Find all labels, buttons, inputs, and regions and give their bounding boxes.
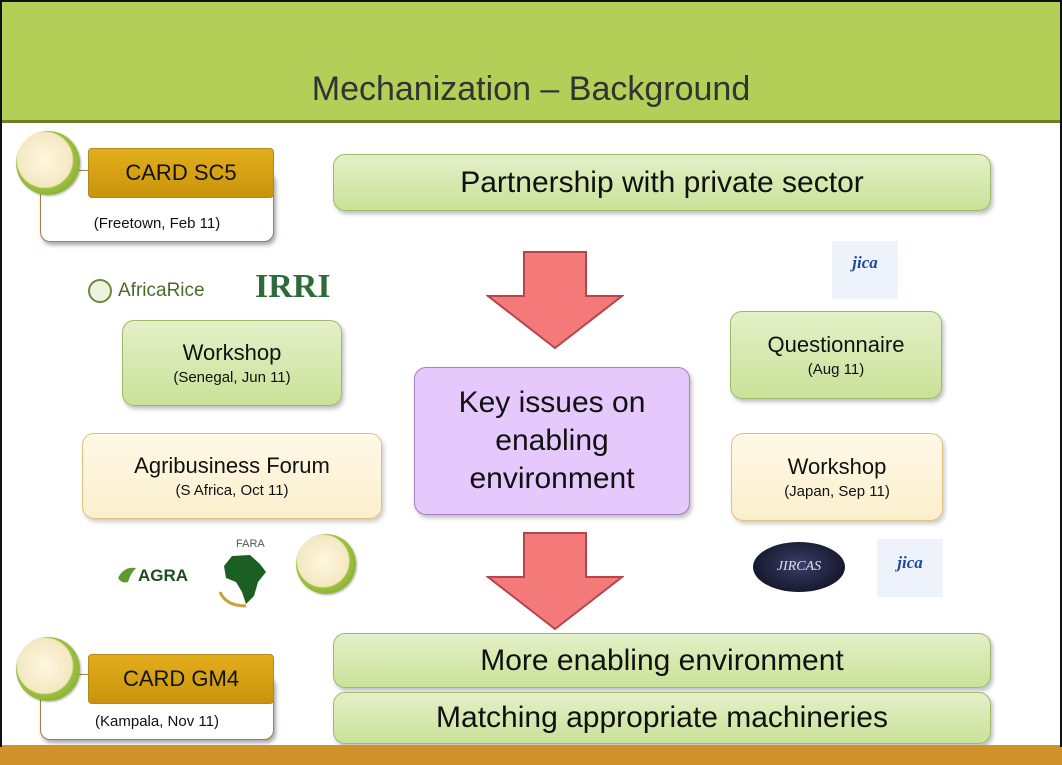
card-sc5-box: CARD SC5 bbox=[88, 148, 274, 198]
workshop-japan-label: Workshop bbox=[787, 453, 887, 479]
card-gm4-label: CARD GM4 bbox=[122, 666, 240, 691]
africarice-emblem-icon bbox=[88, 279, 112, 303]
fara-text: FARA bbox=[236, 538, 265, 550]
matching-machineries-label: Matching appropriate machineries bbox=[436, 701, 888, 734]
africa-map-icon bbox=[218, 555, 266, 608]
matching-machineries-banner: Matching appropriate machineries bbox=[333, 692, 991, 744]
key-issues-line-2: enabling bbox=[495, 424, 609, 457]
down-arrow-top-icon bbox=[486, 251, 624, 350]
card-sc5-label: CARD SC5 bbox=[125, 160, 237, 185]
agra-leaf-icon bbox=[118, 567, 136, 583]
questionnaire-label: Questionnaire bbox=[767, 331, 905, 357]
agribusiness-forum-date: (S Africa, Oct 11) bbox=[175, 481, 289, 499]
key-issues-line-1: Key issues on bbox=[458, 386, 646, 419]
jica-logo-bottom: jica bbox=[877, 539, 943, 597]
title-divider bbox=[2, 120, 1060, 123]
jircas-text: JIRCAS bbox=[776, 559, 822, 574]
africarice-logo: AfricaRice bbox=[88, 277, 238, 307]
jica-logo-text: jica bbox=[852, 253, 878, 272]
agribusiness-forum-label: Agribusiness Forum bbox=[134, 452, 330, 478]
key-issues-box: Key issues on enabling environment bbox=[414, 367, 690, 515]
workshop-senegal-label: Workshop bbox=[182, 339, 282, 365]
card-sc5-date: (Freetown, Feb 11) bbox=[93, 215, 221, 232]
workshop-japan-box: Workshop (Japan, Sep 11) bbox=[731, 433, 943, 521]
card-logo-icon bbox=[296, 534, 356, 594]
partnership-label: Partnership with private sector bbox=[460, 165, 864, 199]
questionnaire-box: Questionnaire (Aug 11) bbox=[730, 311, 942, 399]
more-enabling-label: More enabling environment bbox=[480, 643, 844, 677]
jica-logo-top: jica bbox=[832, 241, 898, 299]
key-issues-line-3: environment bbox=[469, 462, 635, 495]
card-gm4-date: (Kampala, Nov 11) bbox=[95, 713, 219, 730]
slide-title: Mechanization – Background bbox=[311, 70, 751, 108]
workshop-senegal-date: (Senegal, Jun 11) bbox=[173, 368, 291, 386]
jircas-logo: JIRCAS bbox=[753, 542, 845, 592]
bottom-bar bbox=[0, 745, 1062, 765]
fara-logo: FARA bbox=[210, 538, 286, 610]
title-band: Mechanization – Background bbox=[2, 2, 1060, 120]
workshop-senegal-box: Workshop (Senegal, Jun 11) bbox=[122, 320, 342, 406]
card-logo-icon bbox=[16, 131, 80, 195]
agra-text: AGRA bbox=[138, 566, 189, 585]
irri-logo: IRRI bbox=[255, 268, 331, 305]
down-arrow-bottom-icon bbox=[486, 532, 624, 631]
agra-logo: AGRA bbox=[116, 560, 206, 590]
partnership-banner: Partnership with private sector bbox=[333, 154, 991, 211]
card-logo-icon bbox=[16, 637, 80, 701]
card-gm4-box: CARD GM4 bbox=[88, 654, 274, 704]
workshop-japan-date: (Japan, Sep 11) bbox=[784, 482, 890, 500]
agribusiness-forum-box: Agribusiness Forum (S Africa, Oct 11) bbox=[82, 433, 382, 519]
africarice-text: AfricaRice bbox=[118, 280, 205, 301]
questionnaire-date: (Aug 11) bbox=[807, 360, 865, 378]
jica-logo-text: jica bbox=[897, 553, 923, 572]
more-enabling-banner: More enabling environment bbox=[333, 633, 991, 688]
